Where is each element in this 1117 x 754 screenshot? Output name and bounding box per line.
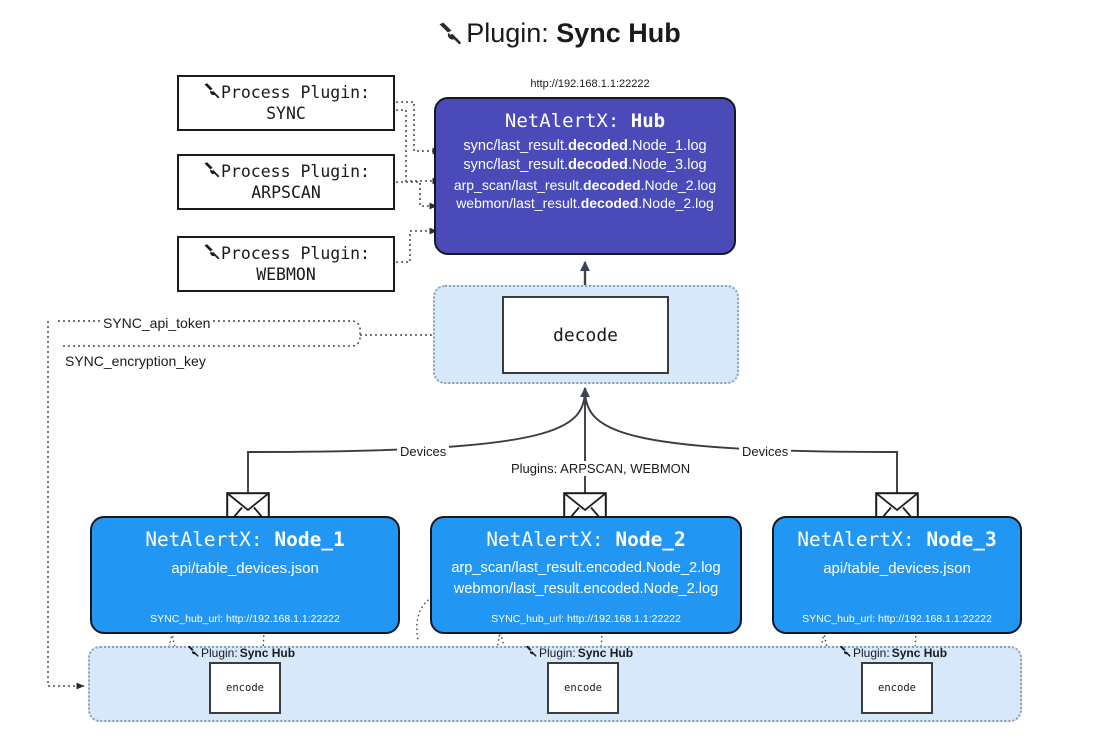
- page-title: Plugin: Sync Hub: [0, 18, 1117, 52]
- decode-box[interactable]: decode: [502, 296, 669, 374]
- process-plugin-name: SYNC: [266, 104, 306, 123]
- hub-node[interactable]: NetAlertX: Hub sync/last_result.decoded.…: [434, 97, 736, 255]
- node-hub-url: SYNC_hub_url: http://192.168.1.1:22222: [150, 613, 340, 625]
- node-title: NetAlertX: Node_3: [797, 528, 997, 551]
- node-line-list: arp_scan/last_result.encoded.Node_2.log …: [432, 560, 740, 597]
- encode-box-1[interactable]: encode: [209, 662, 281, 714]
- encode-plugin-label-3: Plugin: Sync Hub: [838, 645, 947, 660]
- process-plugin-name: ARPSCAN: [251, 183, 321, 202]
- encode-label-prefix: Plugin:: [201, 645, 238, 660]
- node-3[interactable]: NetAlertX: Node_3 api/table_devices.json…: [772, 516, 1022, 634]
- encode-box-2[interactable]: encode: [547, 662, 619, 714]
- hub-title: NetAlertX: Hub: [504, 110, 666, 132]
- plug-icon: [524, 645, 537, 660]
- sync-encryption-key-label: SYNC_encryption_key: [62, 353, 209, 369]
- plug-icon: [838, 645, 851, 660]
- node-hub-url: SYNC_hub_url: http://192.168.1.1:22222: [802, 613, 992, 625]
- node-line-list: api/table_devices.json: [774, 560, 1020, 577]
- node-line-list: api/table_devices.json: [92, 560, 398, 577]
- plug-icon: [202, 82, 220, 104]
- node-title: NetAlertX: Node_2: [486, 528, 686, 551]
- encode-plugin-label-2: Plugin: Sync Hub: [524, 645, 633, 660]
- process-plugin-arpscan-box[interactable]: Process Plugin: ARPSCAN: [177, 154, 395, 210]
- encode-plugin-label-1: Plugin: Sync Hub: [186, 645, 295, 660]
- edge-label-devices-right: Devices: [739, 444, 792, 459]
- hub-log-list: sync/last_result.decoded.Node_1.log sync…: [436, 138, 734, 212]
- node-line: api/table_devices.json: [171, 560, 319, 577]
- encode-label-name: Sync Hub: [239, 645, 296, 660]
- encode-box-3[interactable]: encode: [861, 662, 933, 714]
- node-line: arp_scan/last_result.encoded.Node_2.log: [451, 560, 721, 576]
- plug-icon: [202, 243, 220, 265]
- edge-label-plugins: Plugins: ARPSCAN, WEBMON: [508, 461, 694, 476]
- edge-label-devices-left: Devices: [397, 444, 450, 459]
- hub-log-line: webmon/last_result.decoded.Node_2.log: [456, 195, 714, 212]
- node-line: api/table_devices.json: [823, 560, 971, 577]
- title-plugin-name: Sync Hub: [556, 18, 681, 48]
- node-1[interactable]: NetAlertX: Node_1 api/table_devices.json…: [90, 516, 400, 634]
- node-hub-url: SYNC_hub_url: http://192.168.1.1:22222: [491, 613, 681, 625]
- process-plugin-name: WEBMON: [256, 265, 316, 284]
- encode-label-prefix: Plugin:: [539, 645, 576, 660]
- encode-label-prefix: Plugin:: [853, 645, 890, 660]
- encode-label-name: Sync Hub: [577, 645, 634, 660]
- process-plugin-label: Process Plugin:: [220, 243, 370, 263]
- plug-icon: [186, 645, 199, 660]
- plug-icon: [436, 21, 462, 52]
- node-2[interactable]: NetAlertX: Node_2 arp_scan/last_result.e…: [430, 516, 742, 634]
- sync-api-token-label: SYNC_api_token: [100, 315, 214, 331]
- process-plugin-label: Process Plugin:: [220, 161, 370, 181]
- hub-log-line: sync/last_result.decoded.Node_3.log: [463, 157, 707, 174]
- hub-url-label: http://192.168.1.1:22222: [530, 78, 650, 90]
- node-title: NetAlertX: Node_1: [145, 528, 345, 551]
- encode-label-name: Sync Hub: [891, 645, 948, 660]
- hub-log-line: sync/last_result.decoded.Node_1.log: [463, 138, 707, 154]
- title-prefix: Plugin:: [466, 18, 557, 48]
- process-plugin-sync-box[interactable]: Process Plugin: SYNC: [177, 75, 395, 131]
- plug-icon: [202, 161, 220, 183]
- node-line: webmon/last_result.encoded.Node_2.log: [453, 581, 719, 597]
- process-plugin-webmon-box[interactable]: Process Plugin: WEBMON: [177, 236, 395, 292]
- process-plugin-label: Process Plugin:: [220, 82, 370, 102]
- hub-log-line: arp_scan/last_result.decoded.Node_2.log: [453, 176, 717, 193]
